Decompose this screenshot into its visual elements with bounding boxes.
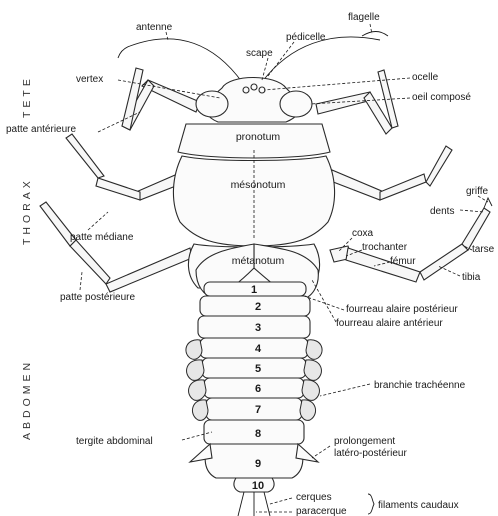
gill-left-3	[189, 380, 206, 401]
leader-prolongement	[312, 446, 330, 458]
label-vertex: vertex	[76, 74, 103, 85]
segment-number-9: 9	[255, 458, 261, 470]
compound-eye-right	[280, 91, 312, 117]
cercus-left	[238, 492, 244, 516]
gill-right-3	[302, 380, 319, 401]
label-fourreau-anterieur: fourreau alaire antérieur	[336, 318, 443, 329]
leg-hind-left-femur	[106, 248, 192, 292]
claw-right	[484, 198, 492, 208]
gill-right-4	[300, 400, 316, 421]
leader-dents	[460, 210, 484, 212]
leg-middle-right-tibia	[380, 174, 426, 200]
label-tibia: tibia	[462, 272, 481, 283]
label-branchie-tracheenne: branchie trachéenne	[374, 380, 466, 391]
label-trochanter: trochanter	[362, 242, 408, 253]
label-prolongement: prolongement	[334, 436, 395, 447]
leg-middle-right-femur	[328, 170, 384, 200]
label-cerques: cerques	[296, 492, 332, 503]
leader-branchie	[320, 384, 370, 396]
segment-number-7: 7	[255, 404, 261, 416]
label-ocelle: ocelle	[412, 72, 439, 83]
ocellus-left	[243, 87, 249, 93]
label-scape: scape	[246, 48, 273, 59]
leg-middle-left-tibia	[96, 178, 140, 200]
leader-patte-posterieure	[80, 272, 82, 290]
label-pedicelle: pédicelle	[286, 32, 326, 43]
label-mesonotum: mésonotum	[231, 179, 286, 191]
side-label-tete: TETE	[21, 75, 33, 118]
segment-number-10: 10	[252, 480, 264, 492]
label-latero-posterieur: latéro-postérieur	[334, 448, 407, 459]
gill-right-1	[306, 340, 322, 359]
leg-middle-left-tarsus	[66, 134, 104, 178]
leader-fourreau-anterieur	[312, 280, 336, 322]
gill-left-4	[192, 400, 208, 421]
gill-left-2	[187, 360, 204, 381]
leg-hind-left-tibia	[70, 240, 110, 284]
label-coxa: coxa	[352, 228, 374, 239]
antenna-right-flagellum	[362, 32, 388, 37]
label-patte-mediane: patte médiane	[70, 232, 134, 243]
label-paracerque: paracerque	[296, 506, 347, 516]
segment-number-2: 2	[255, 301, 261, 313]
label-antenne: antenne	[136, 22, 173, 33]
label-femur: fémur	[390, 256, 416, 267]
label-flagelle: flagelle	[348, 12, 380, 23]
leader-cerques	[270, 498, 292, 504]
brace-filaments	[368, 494, 374, 514]
antenna-right	[262, 37, 380, 82]
thorax	[173, 124, 334, 300]
label-pronotum: pronotum	[236, 131, 281, 143]
ocellus-center	[251, 84, 257, 90]
label-metanotum: métanotum	[232, 255, 285, 267]
side-label-abdomen: ABDOMEN	[21, 359, 33, 440]
label-oeil-compose: oeil composé	[412, 92, 471, 103]
label-fourreau-posterieur: fourreau alaire postérieur	[346, 304, 458, 315]
segment-number-4: 4	[255, 343, 262, 355]
label-filaments-caudaux: filaments caudaux	[378, 500, 459, 511]
head	[196, 78, 312, 123]
compound-eye-left	[196, 91, 228, 117]
label-tergite-abdominal: tergite abdominal	[76, 436, 153, 447]
leg-hind-right-tibia	[420, 244, 468, 280]
leg-middle-right-tarsus	[426, 146, 452, 186]
segment-number-1: 1	[251, 284, 257, 296]
gill-left-1	[186, 340, 202, 359]
segment-number-3: 3	[255, 322, 261, 334]
segment-number-8: 8	[255, 428, 261, 440]
label-dents: dents	[430, 206, 454, 217]
abdomen: 1 2 3 4 5 6 7 8 9 10	[186, 282, 322, 516]
leader-patte-mediane	[88, 212, 108, 230]
label-tarse: tarse	[472, 244, 495, 255]
segment-number-5: 5	[255, 363, 261, 375]
label-patte-anterieure: patte antérieure	[6, 124, 76, 135]
side-label-thorax: THORAX	[21, 177, 33, 245]
leader-tibia	[438, 266, 460, 276]
gill-right-2	[304, 360, 321, 381]
leader-scape	[262, 58, 268, 80]
label-patte-posterieure: patte postérieure	[60, 292, 135, 303]
label-griffe: griffe	[466, 186, 488, 197]
segment-number-6: 6	[255, 383, 261, 395]
